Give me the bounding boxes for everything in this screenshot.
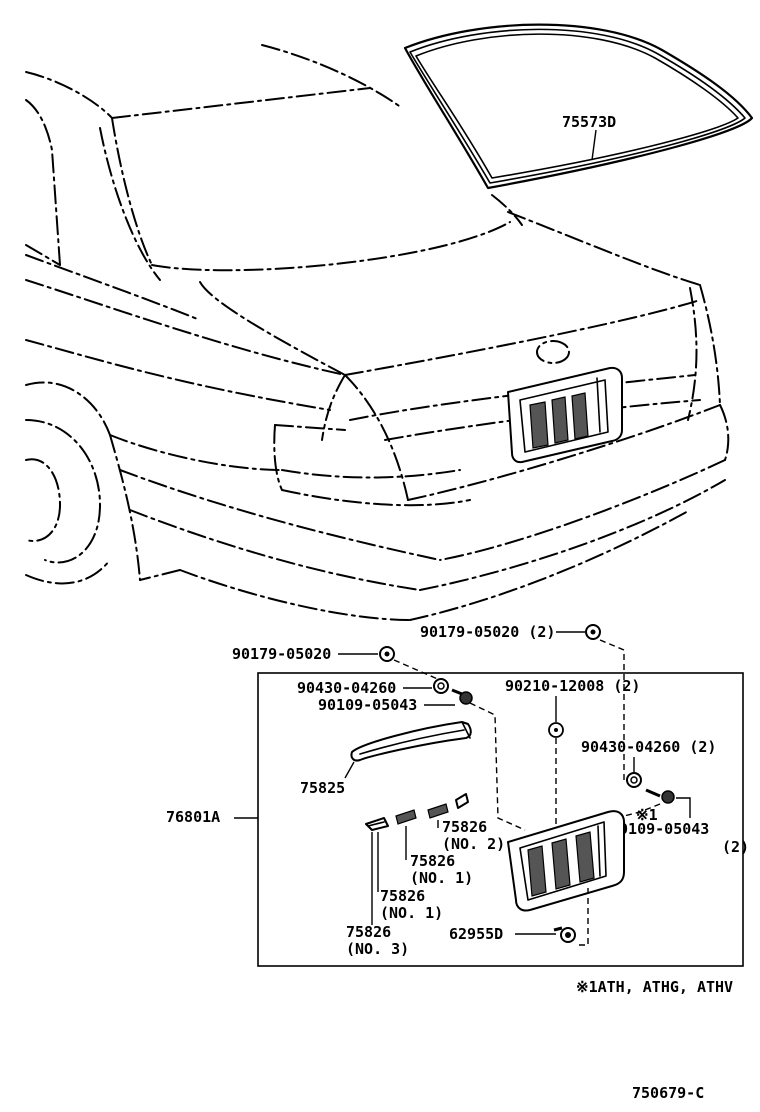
drawing-number: 750679-C (632, 1084, 704, 1102)
screw-right-part (645, 788, 675, 804)
label-90179-05020-2: 90179-05020 (2) (420, 623, 555, 641)
screw-left-part (451, 688, 473, 705)
license-garnish-exploded-part (507, 810, 625, 912)
label-90109-05043-right: 90109-05043 (610, 820, 709, 838)
assembly-box (257, 672, 744, 967)
label-75573D: 75573D (562, 113, 616, 131)
label-75826-no1a: 75826 (410, 852, 455, 870)
clip-left-part (379, 646, 395, 662)
grommet-part (548, 722, 564, 738)
emblem-no3-part (365, 817, 389, 831)
car-body-outline (25, 44, 730, 621)
label-75826-no3-sub: (NO. 3) (346, 940, 409, 958)
label-75826-no3: 75826 (346, 923, 391, 941)
label-62955D: 62955D (449, 925, 503, 943)
label-90109-05043-qty: (2) (722, 838, 749, 856)
label-90210-12008: 90210-12008 (2) (505, 677, 640, 695)
emblem-no2-part (455, 793, 469, 809)
footnote: ※1ATH, ATHG, ATHV (576, 978, 733, 996)
label-90430-04260-2: 90430-04260 (2) (581, 738, 716, 756)
label-75826-no2-sub: (NO. 2) (442, 835, 505, 853)
label-90109-05043: 90109-05043 (318, 696, 417, 714)
label-90179-05020: 90179-05020 (232, 645, 331, 663)
emblem-no1b-part (395, 809, 417, 825)
label-90430-04260: 90430-04260 (297, 679, 396, 697)
license-lamp-part (553, 926, 576, 943)
garnish-upper-part (350, 721, 472, 762)
label-75826-no1b: 75826 (380, 887, 425, 905)
emblem-no1a-part (427, 803, 449, 819)
label-mark-1: ※1 (636, 806, 658, 824)
nut-left-part (433, 678, 449, 694)
clip-top-right-part (585, 624, 601, 640)
label-75826-no2: 75826 (442, 818, 487, 836)
nut-right-part (626, 772, 642, 788)
rear-window-glass-part (403, 23, 754, 190)
label-75826-no1b-sub: (NO. 1) (380, 904, 443, 922)
car-license-garnish (507, 366, 623, 464)
label-75826-no1a-sub: (NO. 1) (410, 869, 473, 887)
label-76801A: 76801A (166, 808, 220, 826)
label-75825: 75825 (300, 779, 345, 797)
